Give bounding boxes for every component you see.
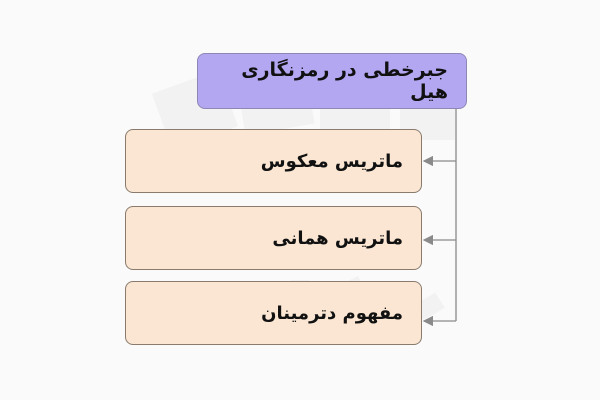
child-node-determinant: مفهوم دترمینان [125,281,422,345]
root-node-label: جبرخطی در رمزنگاری هیل [241,59,448,103]
child-node-inverse-matrix: ماتریس معکوس [125,129,422,193]
root-node: جبرخطی در رمزنگاری هیل [197,53,467,109]
child-node-identity-matrix: ماتریس همانی [125,206,422,270]
child-node-label: مفهوم دترمینان [261,302,403,324]
child-node-label: ماتریس معکوس [260,150,403,172]
child-node-label: ماتریس همانی [272,227,403,249]
